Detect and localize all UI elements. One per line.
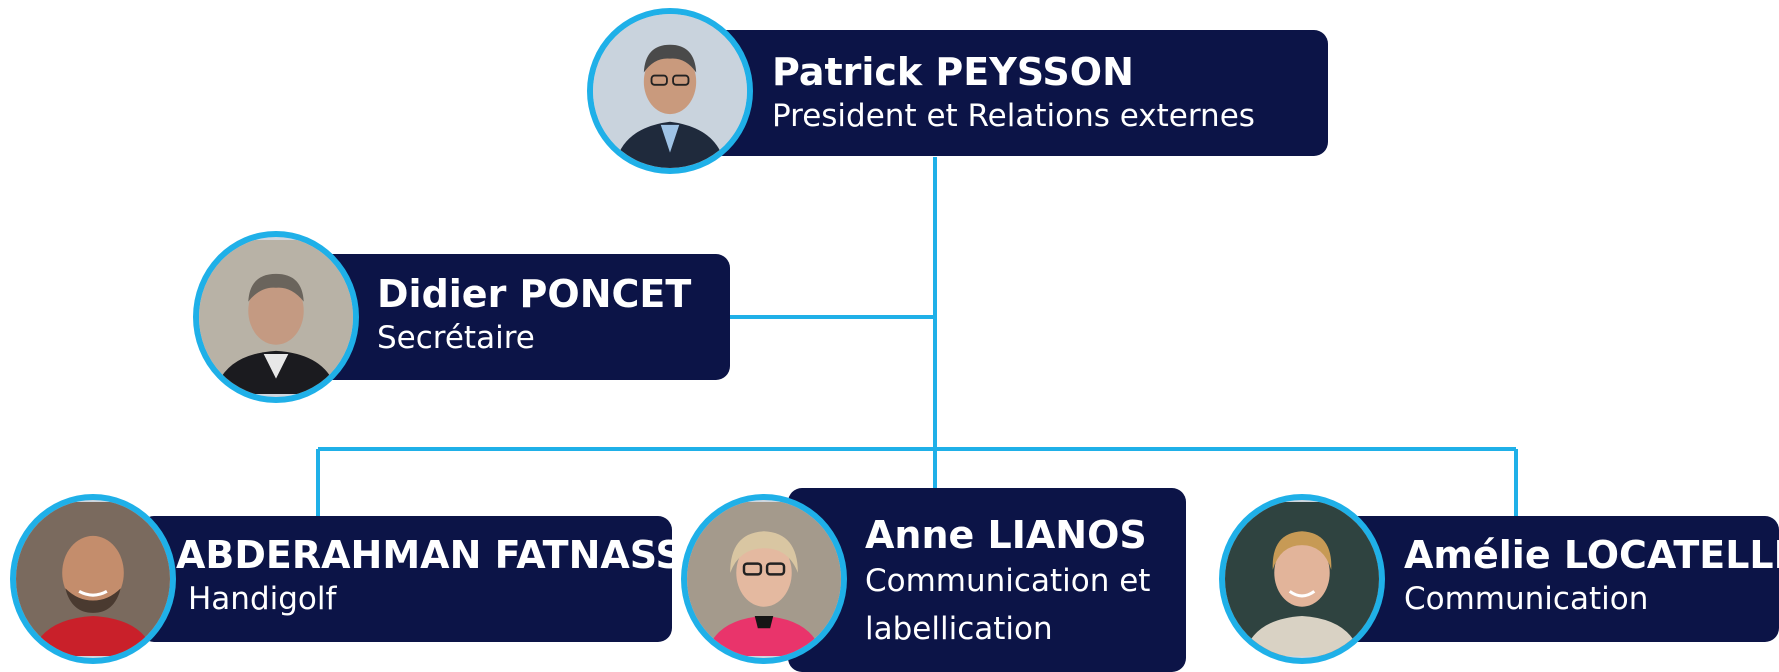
person-portrait-icon xyxy=(681,494,847,664)
person-role-line2: labellication xyxy=(865,611,1053,647)
person-card-handigolf xyxy=(140,516,672,642)
person-name: Amélie LOCATELLI xyxy=(1404,533,1779,577)
person-role: Secrétaire xyxy=(377,320,535,356)
person-name: Anne LIANOS xyxy=(865,513,1147,557)
person-role-line1: Communication et xyxy=(865,563,1151,599)
person-portrait-icon xyxy=(10,494,176,664)
person-name: Patrick PEYSSON xyxy=(772,50,1134,94)
person-card-secretary xyxy=(312,254,730,380)
person-role: President et Relations externes xyxy=(772,98,1255,134)
person-name: Didier PONCET xyxy=(377,272,692,316)
person-card-president xyxy=(700,30,1328,156)
person-name: ABDERAHMAN FATNASSI xyxy=(176,533,697,577)
person-portrait-icon xyxy=(1219,494,1385,664)
person-portrait-icon xyxy=(193,231,359,403)
person-card-communication xyxy=(1310,516,1779,642)
person-role: Communication xyxy=(1404,581,1649,617)
person-card-communication-labellisation xyxy=(788,488,1186,672)
person-role: Handigolf xyxy=(188,581,337,617)
person-portrait-icon xyxy=(587,8,753,174)
